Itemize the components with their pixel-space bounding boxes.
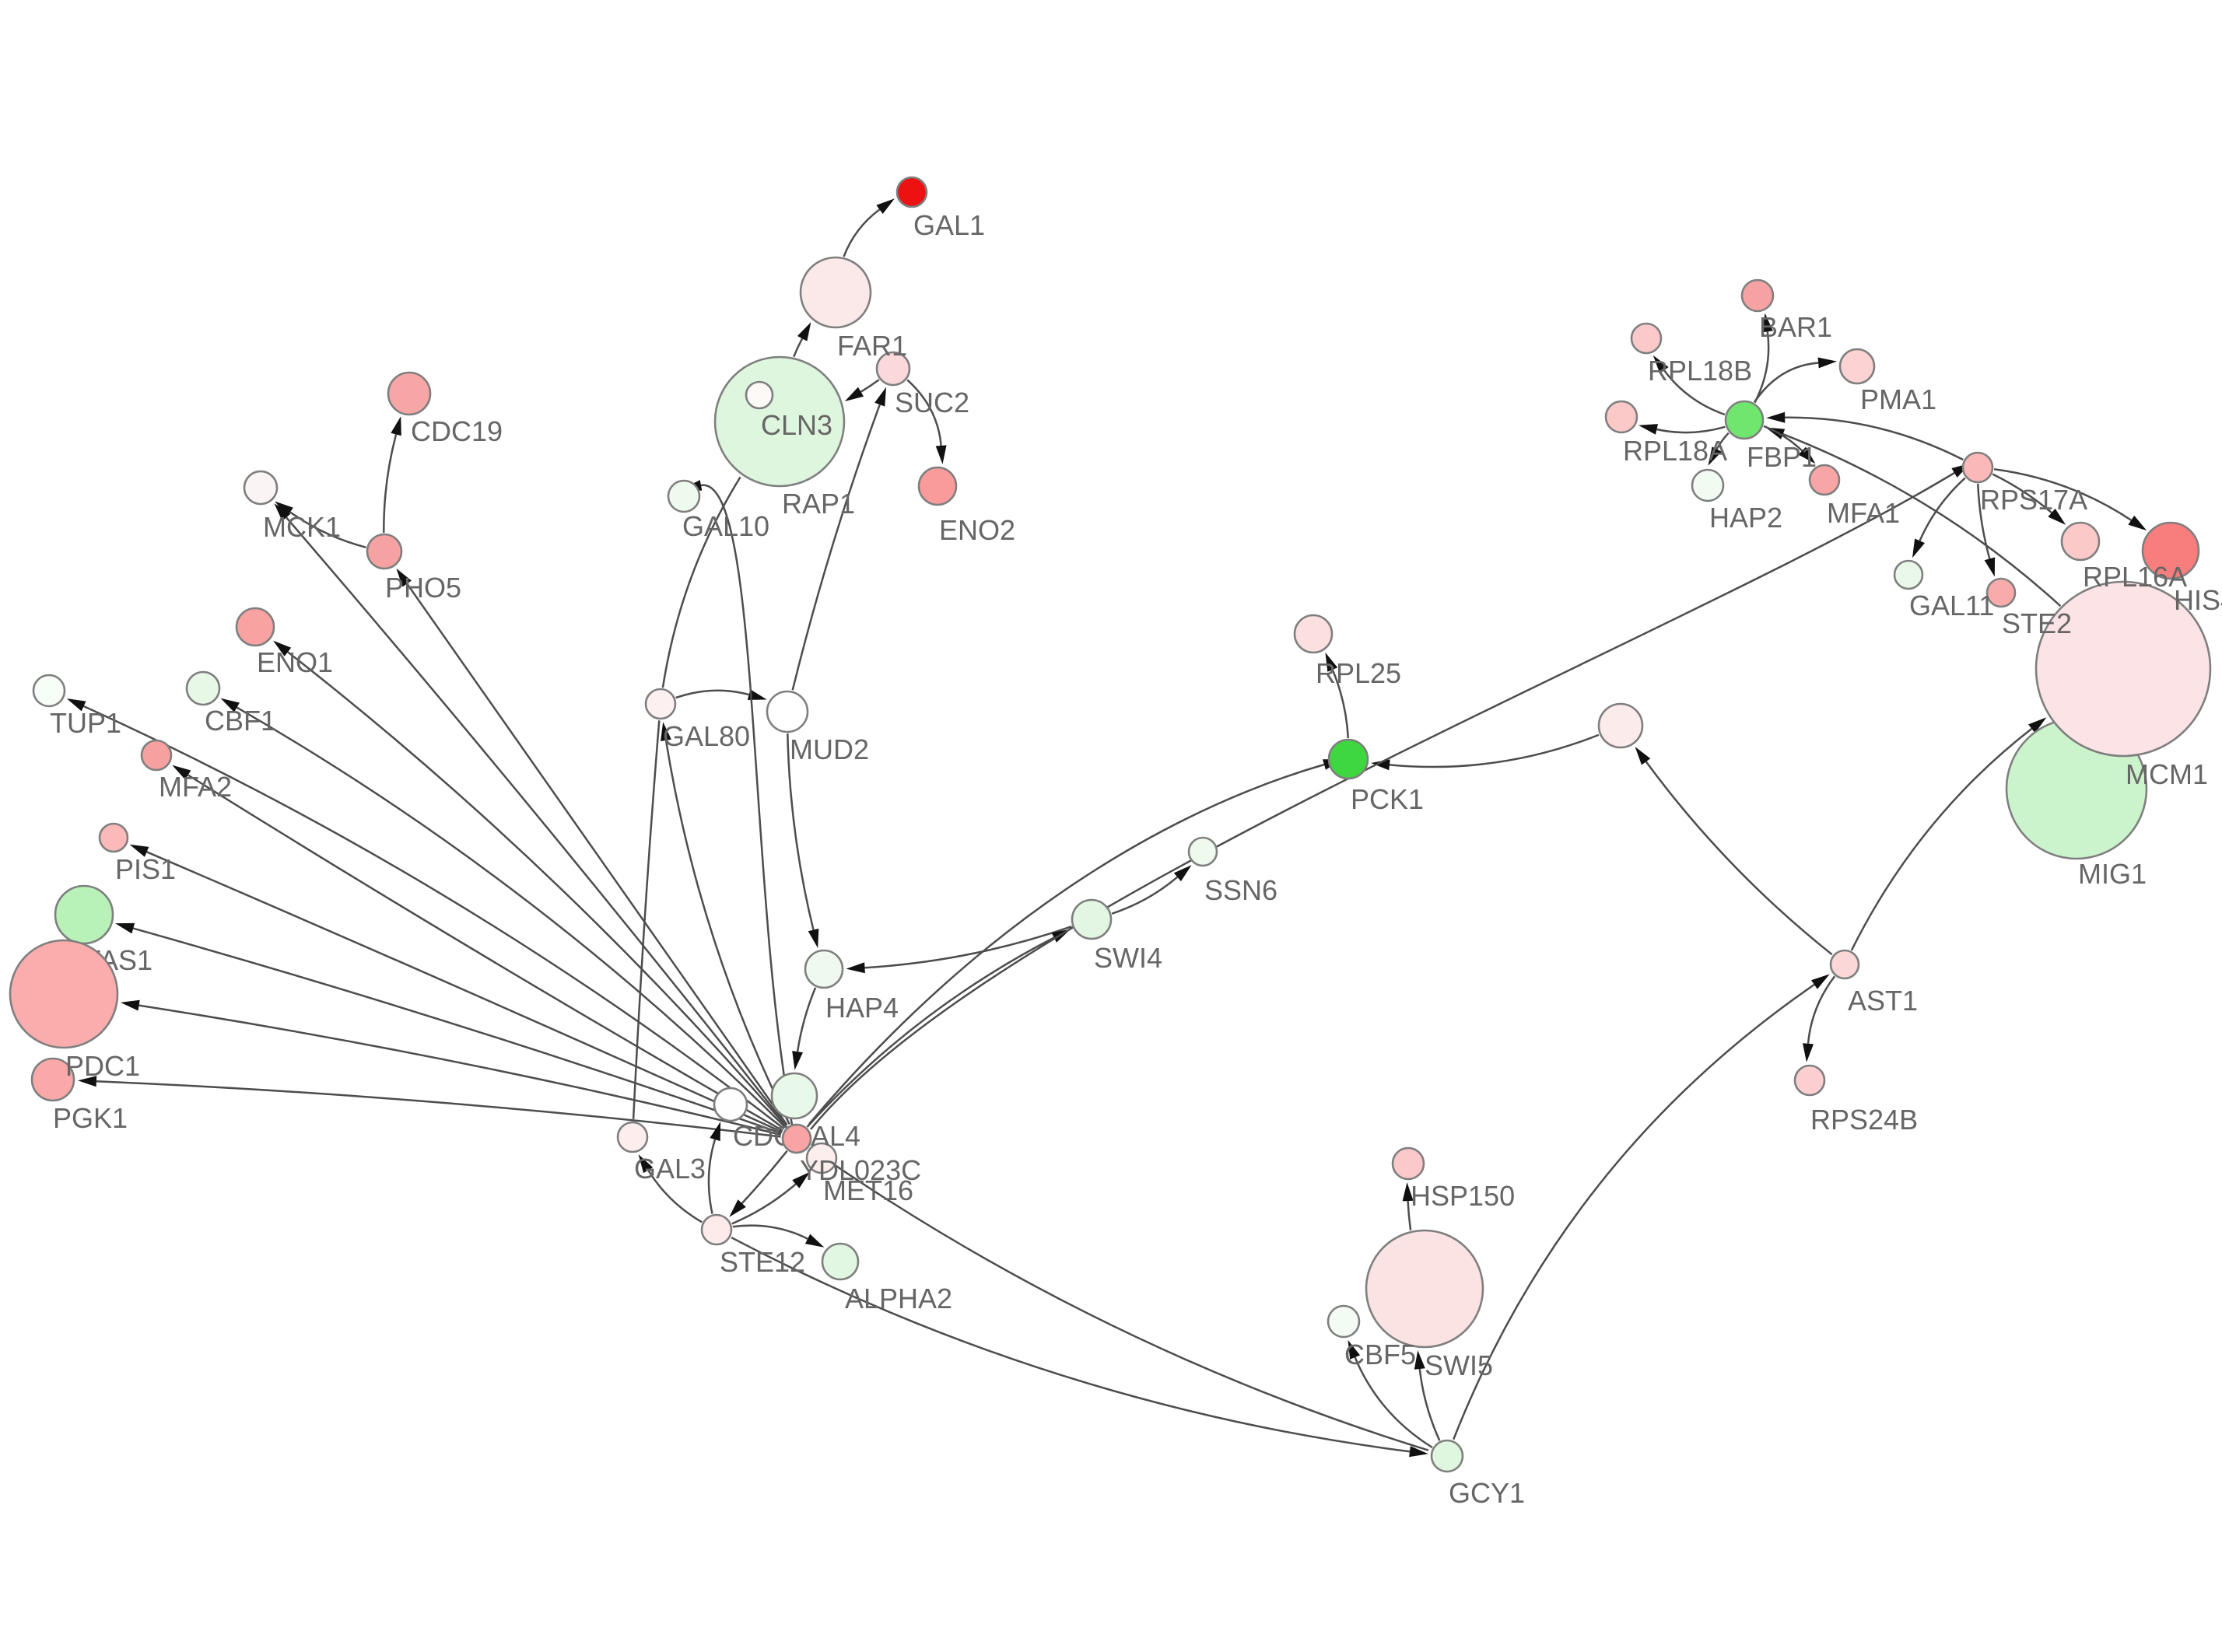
svg-text:FBP1: FBP1: [1747, 441, 1817, 473]
svg-text:CBF1: CBF1: [205, 705, 276, 737]
svg-text:PMA1: PMA1: [1860, 383, 1936, 415]
svg-text:CBF5: CBF5: [1344, 1339, 1416, 1370]
svg-text:MFA2: MFA2: [159, 771, 232, 803]
svg-text:HAP2: HAP2: [1709, 502, 1782, 534]
svg-text:SWI5: SWI5: [1425, 1349, 1493, 1381]
svg-text:CDC19: CDC19: [411, 415, 503, 447]
svg-text:HSP150: HSP150: [1411, 1180, 1515, 1212]
svg-text:GAL10: GAL10: [682, 510, 769, 542]
svg-text:AST1: AST1: [1848, 985, 1918, 1017]
svg-text:SWI4: SWI4: [1094, 942, 1162, 974]
svg-text:ALPHA2: ALPHA2: [845, 1283, 952, 1314]
svg-text:ENO1: ENO1: [257, 646, 333, 678]
svg-text:SSN6: SSN6: [1204, 874, 1277, 906]
svg-text:MFA1: MFA1: [1827, 497, 1900, 529]
svg-text:MCK1: MCK1: [263, 511, 341, 543]
svg-text:ENO2: ENO2: [939, 514, 1015, 546]
svg-text:TUP1: TUP1: [50, 707, 121, 739]
svg-text:STE12: STE12: [720, 1246, 805, 1278]
svg-text:RPL25: RPL25: [1316, 657, 1401, 689]
svg-text:SUC2: SUC2: [895, 387, 969, 418]
svg-text:GAL80: GAL80: [663, 720, 750, 752]
svg-text:RPL18A: RPL18A: [1623, 435, 1727, 467]
svg-text:RAP1: RAP1: [782, 488, 855, 520]
svg-text:HAP4: HAP4: [825, 992, 899, 1024]
svg-text:RPL16A: RPL16A: [2083, 561, 2187, 593]
svg-text:PDC1: PDC1: [65, 1050, 140, 1082]
svg-text:MET16: MET16: [823, 1174, 913, 1206]
svg-text:PIS1: PIS1: [115, 853, 176, 885]
svg-text:PGK1: PGK1: [53, 1102, 128, 1134]
svg-text:GCY1: GCY1: [1449, 1477, 1525, 1509]
svg-text:GAL3: GAL3: [634, 1153, 706, 1185]
svg-text:BAR1: BAR1: [1759, 311, 1832, 343]
svg-text:FAR1: FAR1: [837, 330, 907, 362]
svg-text:RPS24B: RPS24B: [1810, 1104, 1918, 1136]
svg-text:MIG1: MIG1: [2078, 858, 2147, 890]
svg-text:MCM1: MCM1: [2126, 758, 2208, 790]
svg-text:HIS4: HIS4: [2174, 584, 2222, 616]
svg-text:RPL18B: RPL18B: [1648, 355, 1752, 387]
svg-text:PHO5: PHO5: [385, 572, 461, 604]
svg-text:MUD2: MUD2: [790, 733, 869, 765]
svg-text:CLN3: CLN3: [761, 409, 832, 441]
svg-text:PCK1: PCK1: [1351, 783, 1424, 815]
svg-text:GAL1: GAL1: [913, 209, 985, 241]
svg-text:RPS17A: RPS17A: [1980, 484, 2087, 516]
svg-text:YDL023C: YDL023C: [800, 1154, 921, 1186]
svg-text:GAL11: GAL11: [1909, 590, 1994, 621]
svg-text:STE2: STE2: [2002, 607, 2072, 639]
